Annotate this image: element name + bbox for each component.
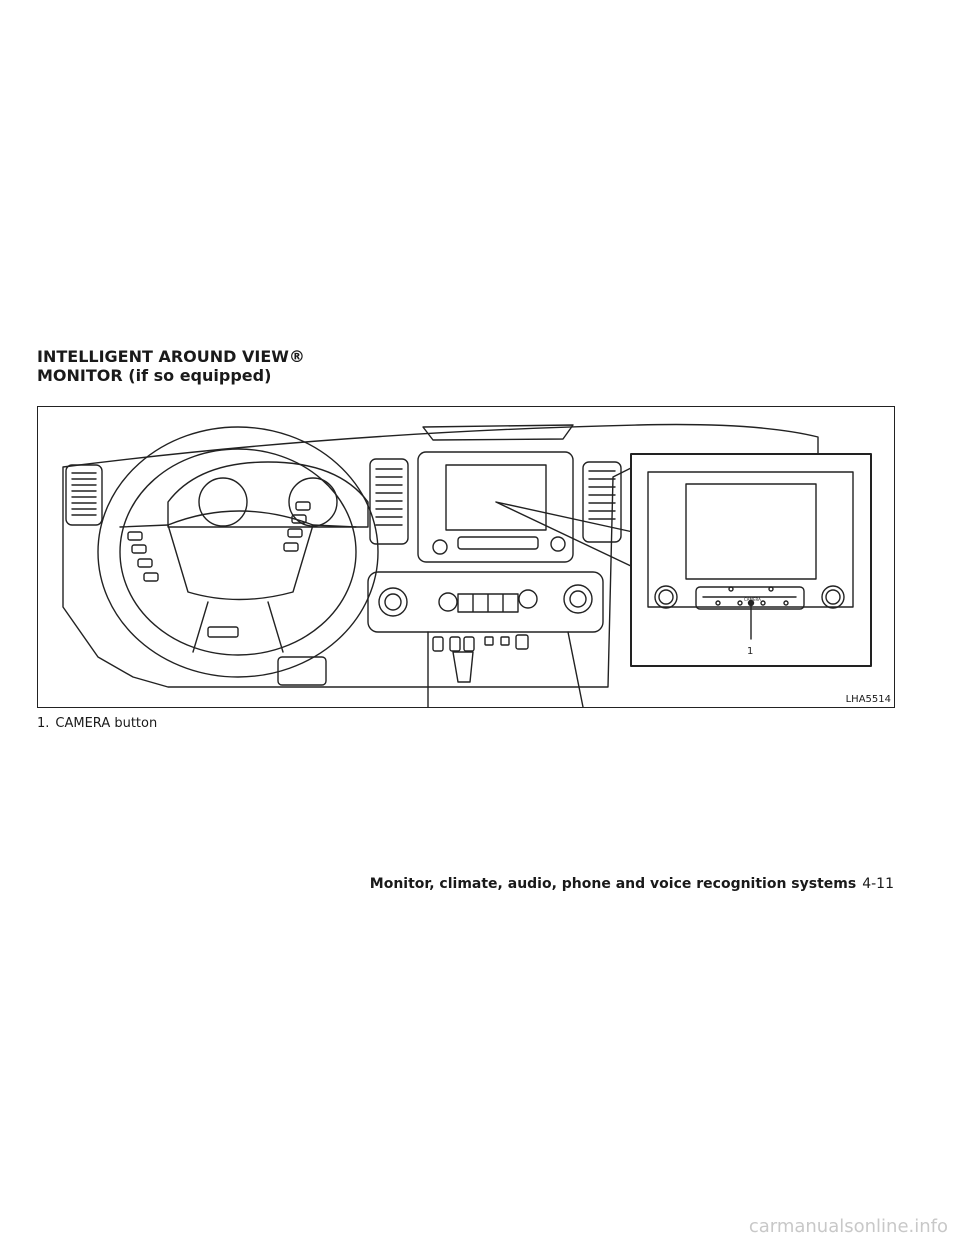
center-display-screen — [445, 464, 547, 531]
center-left-air-vent — [369, 458, 409, 545]
callout-number: 1 — [747, 646, 753, 657]
center-display-bezel — [417, 451, 574, 563]
climate-panel — [367, 571, 604, 633]
instrument-cluster-hood — [167, 461, 369, 528]
callout-line — [495, 501, 634, 568]
section-title-line-2: MONITOR (if so equipped) — [37, 366, 272, 385]
steering-wheel-left-buttons — [127, 531, 159, 582]
inset-display-screen — [685, 483, 817, 580]
gauge-left — [198, 477, 248, 527]
gear-shifter — [452, 651, 474, 683]
page-number: 4-11 — [862, 876, 894, 892]
caption-text: CAMERA button — [55, 716, 158, 731]
climate-knob-left — [378, 587, 408, 617]
page-footer: Monitor, climate, audio, phone and voice… — [370, 876, 894, 892]
caption-number: 1. — [37, 716, 50, 731]
defroster-slot — [422, 424, 574, 441]
footer-chapter-title: Monitor, climate, audio, phone and voice… — [369, 876, 857, 892]
dashboard-outline — [62, 423, 819, 688]
left-air-vent — [65, 464, 103, 526]
figure-caption: 1. CAMERA button — [37, 716, 157, 731]
inset-camera-label: CAMERA — [744, 597, 761, 602]
watermark: carmanualsonline.info — [748, 1216, 948, 1237]
dashboard-illustration: CAMERA 1 LHA5514 — [37, 406, 895, 708]
steering-wheel-right-buttons — [283, 501, 311, 552]
section-title: INTELLIGENT AROUND VIEW® MONITOR (if so … — [37, 347, 305, 385]
camera-button-inset — [630, 453, 872, 667]
section-title-line-1: INTELLIGENT AROUND VIEW® — [37, 347, 305, 366]
steering-wheel-inner — [119, 448, 357, 656]
climate-knob-right — [563, 584, 593, 614]
lower-console — [427, 631, 584, 707]
steering-wheel-hub — [167, 510, 314, 601]
steering-wheel-outer — [97, 426, 379, 678]
center-right-air-vent — [582, 461, 622, 543]
figure-code: LHA5514 — [845, 694, 891, 705]
